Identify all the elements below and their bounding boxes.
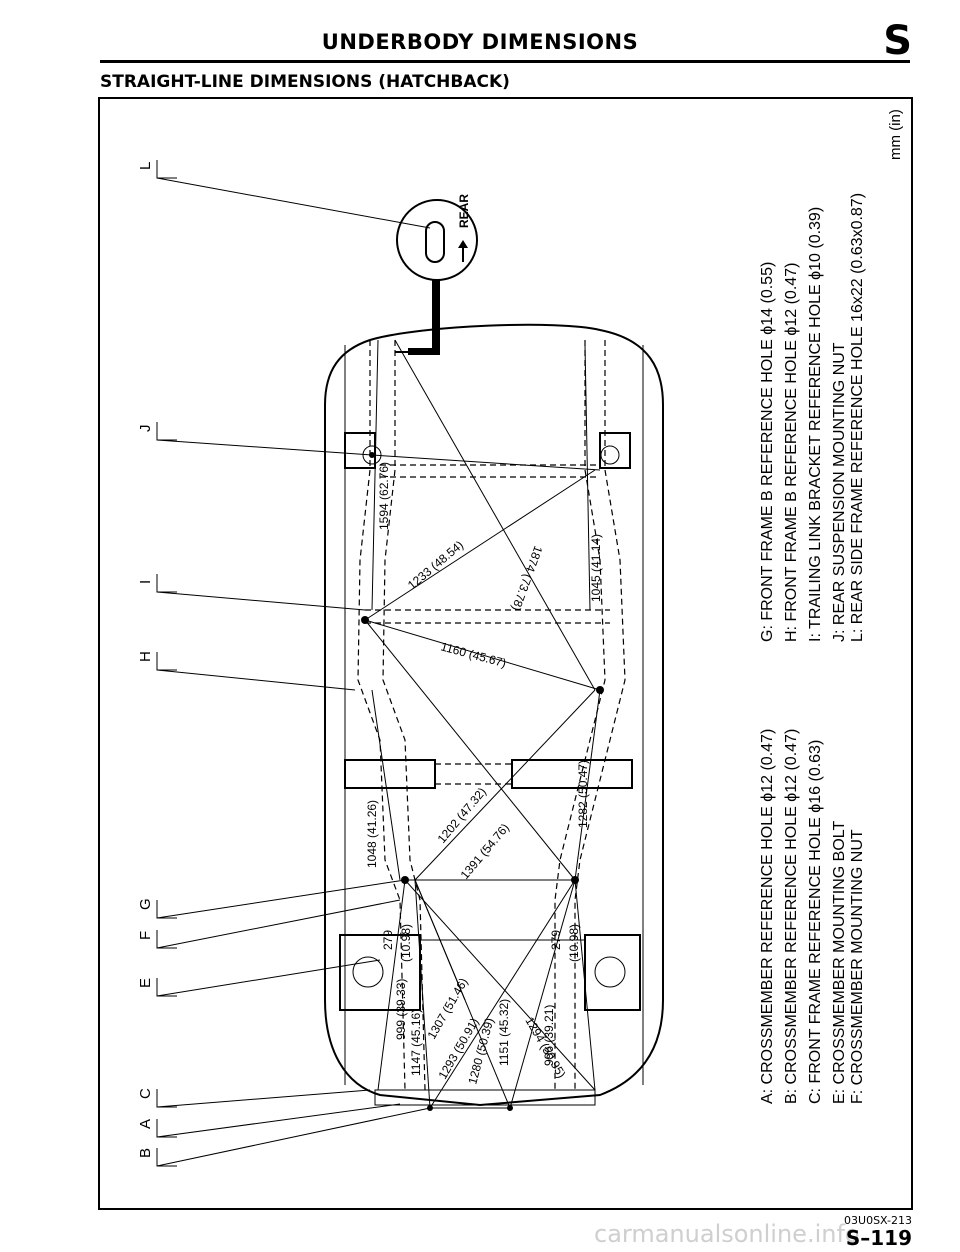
dim-1160: 1160 (45.67) bbox=[439, 639, 508, 670]
car-body-outline bbox=[324, 323, 664, 1107]
dim-1147: 1147 (45.16) bbox=[409, 1009, 423, 1076]
dim-1151: 1151 (45.32) bbox=[497, 999, 511, 1066]
legend-right: G: FRONT FRAME B REFERENCE HOLE ϕ14 (0.5… bbox=[759, 193, 866, 642]
rear-direction-arrow bbox=[458, 240, 468, 262]
section-subtitle: STRAIGHT-LINE DIMENSIONS (HATCHBACK) bbox=[100, 72, 510, 92]
legend-l: L: REAR SIDE FRAME REFERENCE HOLE 16x22 … bbox=[849, 193, 866, 642]
callout-a: A bbox=[137, 1119, 154, 1129]
page-title: UNDERBODY DIMENSIONS bbox=[321, 30, 639, 54]
callout-l: L bbox=[137, 162, 154, 170]
dim-996: 996 (39.21) bbox=[542, 1005, 556, 1066]
dim-1045: 1045 (41.14) bbox=[589, 534, 603, 602]
dim-279-right: 279 bbox=[549, 930, 563, 950]
legend-h: H: FRONT FRAME B REFERENCE HOLE ϕ12 (0.4… bbox=[783, 263, 800, 642]
dim-1202: 1202 (47.32) bbox=[435, 785, 489, 846]
legend-i: I: TRAILING LINK BRACKET REFERENCE HOLE … bbox=[807, 207, 824, 642]
callout-i: I bbox=[137, 580, 154, 584]
callout-b: B bbox=[137, 1148, 154, 1158]
page-number: S–119 bbox=[845, 1226, 912, 1250]
watermark: carmanualsonline.info bbox=[594, 1220, 860, 1248]
dim-279-left: 279 bbox=[381, 930, 395, 950]
legend-g: G: FRONT FRAME B REFERENCE HOLE ϕ14 (0.5… bbox=[759, 262, 776, 642]
legend-a: A: CROSSMEMBER REFERENCE HOLE ϕ12 (0.47) bbox=[759, 729, 776, 1104]
header-rule bbox=[100, 60, 910, 63]
callout-c: C bbox=[137, 1088, 154, 1099]
callout-stubs bbox=[156, 160, 177, 1167]
dim-1282: 1282 (50.47) bbox=[576, 760, 590, 828]
dim-1048: 1048 (41.26) bbox=[365, 800, 379, 868]
dim-1233: 1233 (48.54) bbox=[405, 538, 466, 592]
units-label: mm (in) bbox=[887, 109, 904, 160]
callout-j: J bbox=[137, 425, 154, 433]
dim-1874: 1874 (73.78) bbox=[509, 544, 545, 613]
rear-hole-detail bbox=[395, 199, 478, 355]
legend-b: B: CROSSMEMBER REFERENCE HOLE ϕ12 (0.47) bbox=[783, 729, 800, 1104]
legend-f: F: CROSSMEMBER MOUNTING NUT bbox=[849, 829, 866, 1104]
callout-h: H bbox=[137, 651, 154, 662]
callout-e: E bbox=[137, 978, 154, 988]
diagram-frame bbox=[98, 97, 913, 1210]
dim-999: 999 (39.33) bbox=[394, 979, 408, 1040]
dim-1594: 1594 (62.76) bbox=[377, 462, 391, 530]
rear-label: REAR bbox=[457, 194, 471, 228]
section-letter: S bbox=[883, 18, 912, 64]
legend-j: J: REAR SUSPENSION MOUNTING NUT bbox=[831, 342, 848, 642]
dimension-lines bbox=[364, 339, 601, 1109]
callout-f: F bbox=[137, 931, 154, 940]
legend-e: E: CROSSMEMBER MOUNTING BOLT bbox=[831, 820, 848, 1104]
dim-279-right-in: (10.98) bbox=[567, 924, 581, 962]
callout-g: G bbox=[137, 898, 154, 910]
dim-1391: 1391 (54.76) bbox=[458, 821, 512, 882]
dim-279-left-in: (10.98) bbox=[399, 924, 413, 962]
figure-code: 03U0SX-213 bbox=[844, 1214, 912, 1227]
reference-points bbox=[361, 452, 604, 1111]
callout-leaders bbox=[156, 177, 431, 1167]
legend-left: A: CROSSMEMBER REFERENCE HOLE ϕ12 (0.47)… bbox=[759, 729, 866, 1104]
legend-c: C: FRONT FRAME REFERENCE HOLE ϕ16 (0.63) bbox=[807, 740, 824, 1104]
